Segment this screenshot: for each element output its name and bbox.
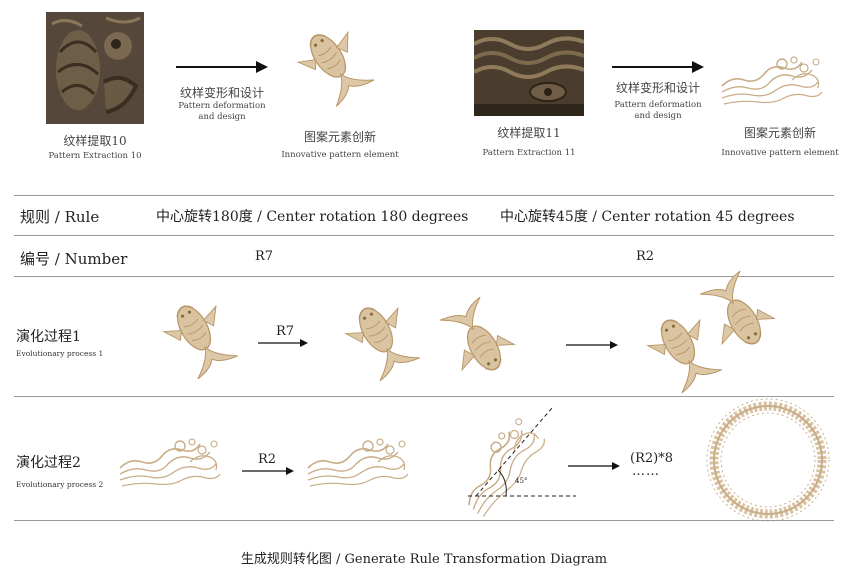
- number-left-value: R7: [255, 249, 274, 264]
- rule-right-text: 中心旋转45度 / Center rotation 45 degrees: [500, 209, 795, 225]
- number-row-label: 编号 / Number: [20, 250, 128, 268]
- repeat-dots: ……: [632, 464, 660, 479]
- divider-5: [14, 520, 834, 521]
- innovative-element-label-en-1: Innovative pattern element: [281, 150, 399, 160]
- evolution-2-arrow: [242, 467, 294, 475]
- extraction-11-label-cn: 纹样提取11: [497, 126, 561, 140]
- extraction-10-label-cn: 纹样提取10: [63, 134, 127, 148]
- repeat-label: (R2)*8: [630, 451, 673, 466]
- divider-4: [14, 396, 834, 397]
- evolution-1-arrow: [258, 339, 308, 347]
- design-arrow-2: [612, 61, 704, 73]
- evolution-1-arrow-label: R7: [276, 324, 295, 339]
- extraction-10-label-en: Pattern Extraction 10: [48, 151, 142, 161]
- innovative-element-label-cn-1: 图案元素创新: [303, 130, 376, 144]
- wave-rotated-45: [447, 407, 576, 519]
- koi-combined-result: [641, 267, 781, 397]
- koi-pattern-element: [290, 18, 380, 111]
- innovative-element-label-cn-2: 图案元素创新: [743, 126, 816, 140]
- deformation-label-en-1a: Pattern deformation: [178, 101, 266, 111]
- carved-koi-photo: [46, 12, 144, 124]
- divider-3: [14, 276, 834, 277]
- evolution-2-label-cn: 演化过程2: [16, 455, 81, 471]
- deformation-label-cn-1: 纹样变形和设计: [179, 86, 264, 100]
- evolution-2-arrow-label: R2: [258, 452, 277, 467]
- divider-2: [14, 235, 834, 236]
- evolution-1-arrow-2: [566, 341, 618, 349]
- evolution-2-label-en: Evolutionary process 2: [16, 480, 104, 489]
- deformation-label-en-2b: and design: [634, 111, 682, 121]
- wave-step: [307, 438, 409, 487]
- evolution-1-label-cn: 演化过程1: [16, 329, 81, 345]
- koi-rotated-pair: [339, 293, 521, 385]
- rule-left-text: 中心旋转180度 / Center rotation 180 degrees: [156, 209, 469, 225]
- rule-row-label: 规则 / Rule: [20, 208, 100, 226]
- extraction-11-label-en: Pattern Extraction 11: [482, 148, 576, 158]
- number-right-value: R2: [636, 249, 655, 264]
- koi-original: [157, 291, 244, 383]
- evolution-1-label-en: Evolutionary process 1: [16, 349, 104, 358]
- innovative-element-label-en-2: Innovative pattern element: [721, 148, 839, 158]
- evolution-2-arrow-2: [568, 462, 620, 470]
- carved-wave-photo: [474, 30, 584, 116]
- wave-original: [119, 438, 221, 487]
- wave-pattern-element: [721, 56, 823, 105]
- diagram-caption: 生成规则转化图 / Generate Rule Transformation D…: [240, 552, 608, 567]
- deformation-label-en-1b: and design: [198, 112, 246, 122]
- angle-label: 45°: [515, 477, 528, 485]
- deformation-label-cn-2: 纹样变形和设计: [615, 81, 700, 95]
- wave-ring-result: [706, 398, 830, 522]
- deformation-label-en-2a: Pattern deformation: [614, 100, 702, 110]
- divider-1: [14, 195, 834, 196]
- design-arrow-1: [176, 61, 268, 73]
